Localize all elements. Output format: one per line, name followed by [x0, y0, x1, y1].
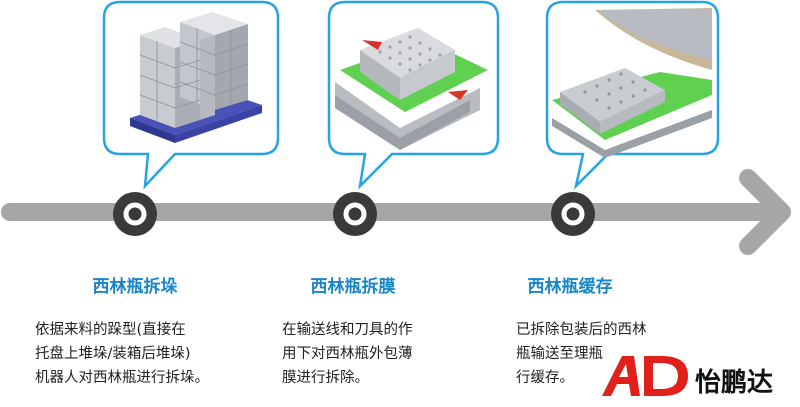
step-2-description: 在输送线和刀具的作 用下对西林瓶外包薄 膜进行拆除。 — [282, 318, 482, 390]
step-1-description: 依据来料的跺型(直接在 托盘上堆垛/装箱后堆垛) 机器人对西林瓶进行拆垛。 — [35, 318, 275, 390]
step-2-line-1: 在输送线和刀具的作 — [282, 318, 482, 342]
step-1-title: 西林瓶拆垛 — [35, 272, 235, 297]
step-3-title: 西林瓶缓存 — [470, 272, 670, 297]
step-1-line-3: 机器人对西林瓶进行拆垛。 — [35, 366, 275, 390]
step-2-line-2: 用下对西林瓶外包薄 — [282, 342, 482, 366]
step-2-line-3: 膜进行拆除。 — [282, 366, 482, 390]
logo-text: 怡鹏达 — [695, 362, 773, 399]
step-1-line-1: 依据来料的跺型(直接在 — [35, 318, 275, 342]
bubble-film-removal — [329, 2, 498, 186]
bubble-buffering — [547, 2, 718, 186]
logo-mark — [602, 356, 688, 396]
timeline-node-3 — [551, 192, 595, 236]
bubble-depalletizing — [104, 2, 278, 186]
step-2-title: 西林瓶拆膜 — [253, 272, 453, 297]
timeline-node-2 — [333, 192, 377, 236]
step-3-line-1: 已拆除包装后的西林 — [516, 318, 696, 342]
step-1-line-2: 托盘上堆垛/装箱后堆垛) — [35, 342, 275, 366]
timeline-node-1 — [113, 192, 157, 236]
